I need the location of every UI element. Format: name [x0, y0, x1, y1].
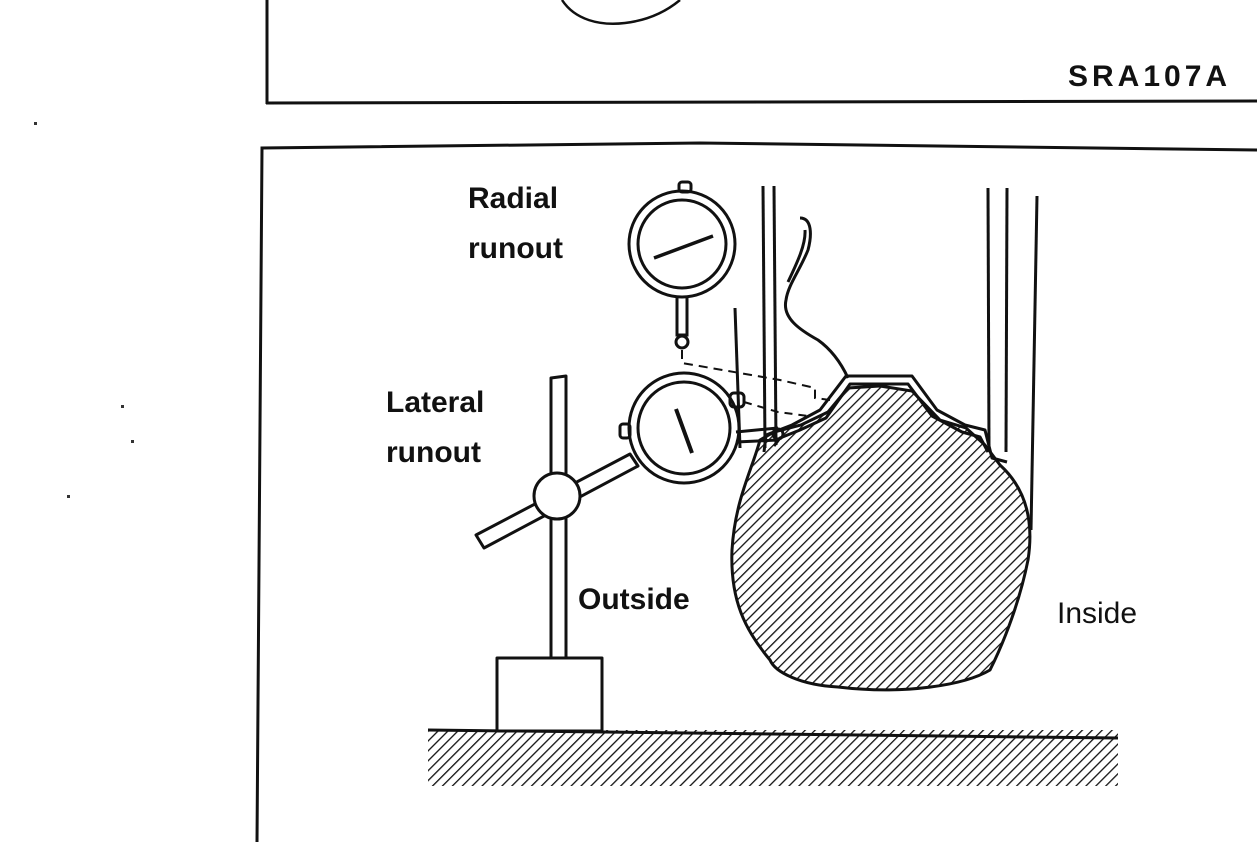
top-panel-bottom-border [265, 99, 1257, 105]
bottom-panel-border [255, 141, 1257, 842]
lateral-dial-gauge [618, 371, 785, 485]
lateral-runout-label-line1: Lateral [386, 386, 484, 419]
rim-profile-inner [772, 382, 990, 453]
rim-right-post-inner [1004, 187, 1009, 453]
lateral-gauge-face [636, 380, 732, 476]
inside-label: Inside [1057, 597, 1137, 630]
radial-runout-label-line1: Radial [468, 182, 558, 215]
top-panel-cropped-shape [560, 0, 681, 25]
radial-probe-dashed-line [681, 350, 831, 401]
radial-dial-gauge [627, 180, 737, 350]
rim-hook [783, 216, 850, 379]
lateral-gauge-top-lug [728, 391, 746, 409]
ground-hatch [428, 730, 1118, 786]
wheel-rim [733, 185, 1039, 531]
outside-label: Outside [578, 583, 690, 616]
rim-right-thin-post [1029, 195, 1039, 531]
stand-clamp-ball [532, 471, 582, 521]
rim-left-post-outer [761, 185, 767, 449]
margin-specks [34, 122, 134, 498]
magnetic-stand [474, 374, 640, 733]
stand-magnetic-base [495, 656, 604, 733]
radial-runout-label-line2: runout [468, 232, 563, 265]
rim-hook-inner [786, 229, 807, 283]
lateral-gauge-probe-tip [771, 427, 785, 441]
radial-gauge-face [636, 198, 728, 290]
labels: Radial runout Lateral runout Outside Ins… [386, 182, 1137, 630]
tire [730, 384, 1032, 692]
lateral-gauge-needle [674, 408, 694, 454]
rim-left-post-inner [772, 185, 778, 446]
top-panel: SRA107A [265, 0, 1257, 105]
radial-gauge-needle [653, 234, 714, 260]
lateral-gauge-side-lug [618, 422, 632, 440]
radial-gauge-stem [675, 297, 689, 337]
radial-gauge-tip [674, 334, 690, 350]
lateral-runout-label-line2: runout [386, 436, 481, 469]
bottom-panel [255, 141, 1257, 842]
radial-gauge-outer-ring [627, 189, 737, 299]
figure-code: SRA107A [1068, 60, 1231, 93]
ground [427, 728, 1119, 786]
rim-profile-outer [762, 374, 1008, 464]
rim-right-post-outer [986, 187, 991, 448]
lateral-probe-dashed-line [743, 401, 809, 417]
lateral-gauge-spindle [735, 426, 779, 444]
tire-cross-section [730, 384, 1032, 692]
